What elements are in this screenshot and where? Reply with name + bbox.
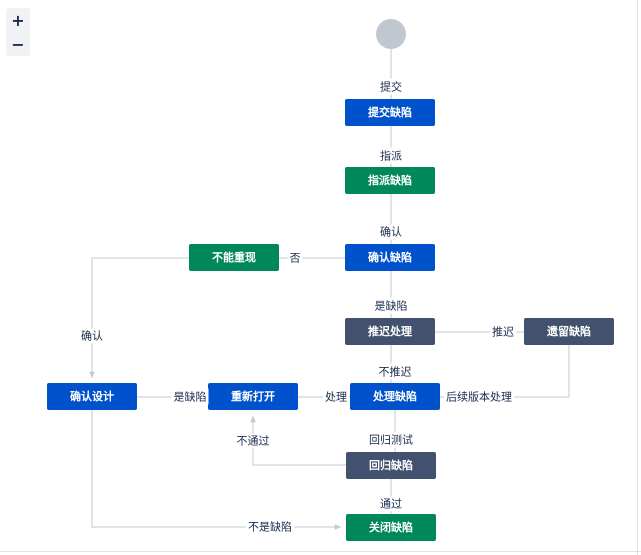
edge-labels-layer: 提交指派确认否确认是缺陷推迟不推迟后续版本处理是缺陷处理回归测试不通过通过不是缺… <box>79 78 516 535</box>
status-node-box <box>346 452 436 479</box>
edge-label-text: 确认 <box>380 226 402 239</box>
edge-label-handle-reopen: 处理 <box>323 389 349 405</box>
status-node-label: 指派缺陷 <box>368 173 412 187</box>
edge-label-text: 不推迟 <box>379 365 412 379</box>
status-node-box <box>524 318 614 345</box>
zoom-in-button[interactable]: + <box>11 10 25 30</box>
status-node-cannot-repro[interactable]: 不能重现 <box>189 244 279 271</box>
edge-label-text: 是缺陷 <box>174 390 207 404</box>
edge-label-bg <box>372 297 410 314</box>
status-node-label: 提交缺陷 <box>368 105 412 119</box>
edge-label-text: 后续版本处理 <box>446 390 512 404</box>
edge-label-bg <box>79 328 105 344</box>
edge-label-bg <box>378 147 404 164</box>
edge-label-text: 不是缺陷 <box>248 520 292 534</box>
status-node-label: 遗留缺陷 <box>546 324 591 338</box>
edge-label-text: 处理 <box>325 391 347 404</box>
edge-label-submit-assign: 指派 <box>378 147 404 164</box>
status-node-box <box>350 383 440 410</box>
status-node-box <box>345 167 435 194</box>
edge-label-text: 提交 <box>380 80 402 94</box>
canvas-border-right <box>637 0 638 555</box>
edge-label-bg <box>378 496 404 512</box>
edge-label-defer-legacy: 推迟 <box>490 323 516 340</box>
edge-label-regress-close: 通过 <box>378 496 404 512</box>
edge-label-text: 指派 <box>380 149 402 163</box>
edge-label-legacy-handle: 后续版本处理 <box>444 388 514 405</box>
start-node[interactable] <box>376 19 406 49</box>
nodes-layer: 提交缺陷指派缺陷确认缺陷不能重现推迟处理遗留缺陷确认设计重新打开处理缺陷回归缺陷… <box>47 19 614 541</box>
status-node-label: 关闭缺陷 <box>369 520 413 534</box>
status-node-box <box>47 383 137 410</box>
edge-label-text: 推迟 <box>492 325 514 339</box>
status-node-defer[interactable]: 推迟处理 <box>345 318 435 345</box>
status-node-close[interactable]: 关闭缺陷 <box>346 514 436 541</box>
status-node-reopen[interactable]: 重新打开 <box>208 383 298 410</box>
status-node-label: 处理缺陷 <box>372 389 417 403</box>
edge-label-bg <box>378 78 404 95</box>
edge-label-cannot-design: 确认 <box>79 328 105 344</box>
zoom-controls: + − <box>6 8 30 56</box>
edge-label-bg <box>376 363 414 380</box>
edge-label-bg <box>171 388 209 405</box>
edge-label-confirm-defer: 是缺陷 <box>372 297 410 314</box>
status-node-box <box>189 244 279 271</box>
edge-label-confirm-cannot: 否 <box>287 250 303 266</box>
edge-label-assign-confirm: 确认 <box>378 224 404 240</box>
status-node-confirm-design[interactable]: 确认设计 <box>47 383 137 410</box>
edge-label-bg <box>287 250 303 266</box>
edge-label-text: 否 <box>290 252 301 265</box>
edge-label-start-submit: 提交 <box>378 78 404 95</box>
status-node-label: 推迟处理 <box>368 324 412 338</box>
edge-regress-reopen <box>250 416 346 466</box>
edge-label-text: 确认 <box>81 330 103 343</box>
status-node-label: 重新打开 <box>231 389 275 403</box>
status-node-assign[interactable]: 指派缺陷 <box>345 167 435 194</box>
edge-label-bg <box>378 224 404 240</box>
zoom-out-button[interactable]: − <box>11 34 25 54</box>
edge-label-bg <box>367 431 415 448</box>
edge-design-close <box>91 410 341 530</box>
edges-layer <box>89 49 570 530</box>
status-node-box <box>345 99 435 126</box>
status-node-label: 确认缺陷 <box>368 250 412 264</box>
edge-label-text: 是缺陷 <box>375 299 408 313</box>
edge-label-bg <box>490 323 516 340</box>
status-node-handle[interactable]: 处理缺陷 <box>350 383 440 410</box>
edge-label-regress-reopen: 不通过 <box>234 433 272 449</box>
edge-label-bg <box>444 388 514 405</box>
status-node-label: 不能重现 <box>212 250 256 264</box>
status-node-label: 回归缺陷 <box>369 458 413 472</box>
canvas-border-bottom <box>0 551 641 552</box>
edge-label-text: 通过 <box>380 498 402 511</box>
status-node-regress[interactable]: 回归缺陷 <box>346 452 436 479</box>
status-node-legacy[interactable]: 遗留缺陷 <box>524 318 614 345</box>
status-node-box <box>345 318 435 345</box>
status-node-box <box>345 244 435 271</box>
edge-label-text: 不通过 <box>237 435 270 448</box>
edge-label-text: 回归测试 <box>369 433 413 447</box>
status-node-confirm[interactable]: 确认缺陷 <box>345 244 435 271</box>
status-node-box <box>208 383 298 410</box>
status-node-box <box>346 514 436 541</box>
edge-label-bg <box>246 518 294 535</box>
edge-label-bg <box>234 433 272 449</box>
edge-label-defer-handle: 不推迟 <box>376 363 414 380</box>
status-node-label: 确认设计 <box>70 389 114 403</box>
edge-label-bg <box>323 389 349 405</box>
edge-label-handle-regress: 回归测试 <box>367 431 415 448</box>
edge-label-design-reopen: 是缺陷 <box>171 388 209 405</box>
edge-cannot-design <box>89 257 189 378</box>
edge-label-design-close: 不是缺陷 <box>246 518 294 535</box>
status-node-submit[interactable]: 提交缺陷 <box>345 99 435 126</box>
